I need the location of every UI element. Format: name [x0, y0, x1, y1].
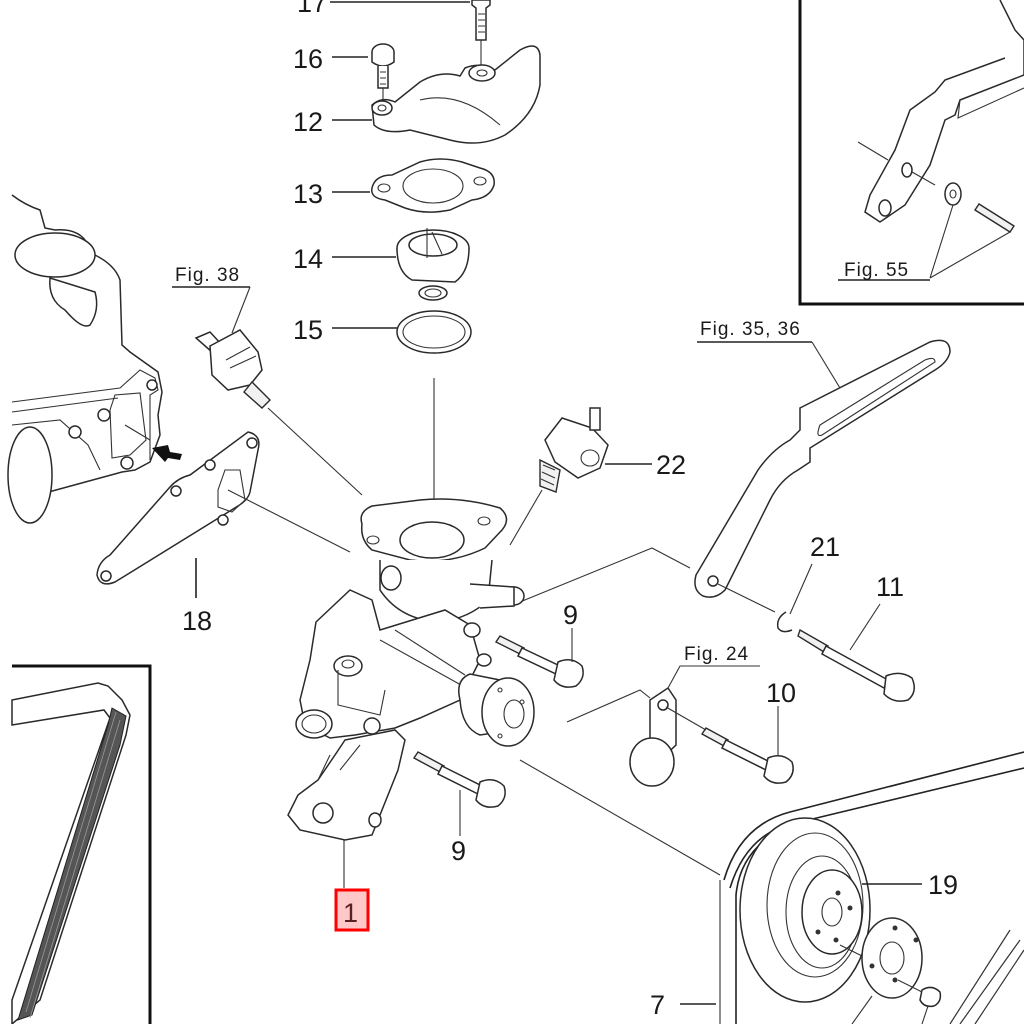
part-9-bolt-upper — [494, 628, 584, 688]
part-label-9-upper[interactable]: 9 — [563, 600, 578, 630]
part-12-thermostat-cover — [332, 45, 541, 144]
part-label-16[interactable]: 16 — [293, 44, 323, 74]
direction-arrow-icon — [152, 445, 182, 462]
part-16-bolt — [332, 43, 395, 106]
fig-35-36-reference[interactable]: Fig. 35, 36 — [700, 319, 801, 340]
part-label-14[interactable]: 14 — [293, 244, 323, 274]
part-label-18[interactable]: 18 — [182, 606, 212, 636]
part-11-bolt — [797, 603, 915, 702]
part-label-12[interactable]: 12 — [293, 107, 323, 137]
part-9-bolt-lower — [412, 751, 506, 836]
part-19-pulley — [719, 751, 1024, 1024]
part-15-o-ring — [332, 310, 472, 505]
part-14-thermostat — [332, 228, 470, 301]
fig-55-reference[interactable]: Fig. 55 — [844, 260, 909, 281]
fig-24-reference[interactable]: Fig. 24 — [684, 644, 749, 665]
part-10-bolt — [665, 706, 794, 784]
clamp-fig-24: Fig. 24 — [566, 644, 760, 787]
part-label-13[interactable]: 13 — [293, 179, 323, 209]
part-label-9-lower[interactable]: 9 — [451, 836, 466, 866]
inset-frame-top-right: Fig. 55 — [798, 0, 1024, 306]
part-21-snap-ring — [776, 563, 813, 633]
part-label-7[interactable]: 7 — [650, 990, 665, 1020]
fig-38-reference[interactable]: Fig. 38 — [175, 265, 240, 286]
adjusting-bracket: Fig. 35, 36 — [514, 319, 951, 613]
part-17-bolt — [330, 0, 491, 66]
part-18-gasket — [96, 431, 351, 598]
part-label-22[interactable]: 22 — [656, 450, 686, 480]
part-label-1[interactable]: 1 — [343, 898, 358, 928]
part-label-15[interactable]: 15 — [293, 315, 323, 345]
part-1-water-pump[interactable] — [287, 498, 721, 888]
temperature-sensor: Fig. 38 — [172, 265, 363, 496]
part-label-11[interactable]: 11 — [876, 572, 904, 602]
part-label-10[interactable]: 10 — [766, 678, 796, 708]
part-label-17[interactable]: 17 — [297, 0, 327, 18]
pulley-spacer-plate — [851, 917, 1024, 1024]
part-label-19[interactable]: 19 — [928, 870, 958, 900]
cylinder-head — [7, 194, 182, 524]
part-13-gasket — [332, 158, 495, 213]
part-label-1-highlighted[interactable]: 1 — [334, 888, 370, 932]
part-22-fitting — [509, 407, 652, 546]
inset-frame-belt — [11, 664, 152, 1024]
part-label-21[interactable]: 21 — [810, 532, 840, 562]
